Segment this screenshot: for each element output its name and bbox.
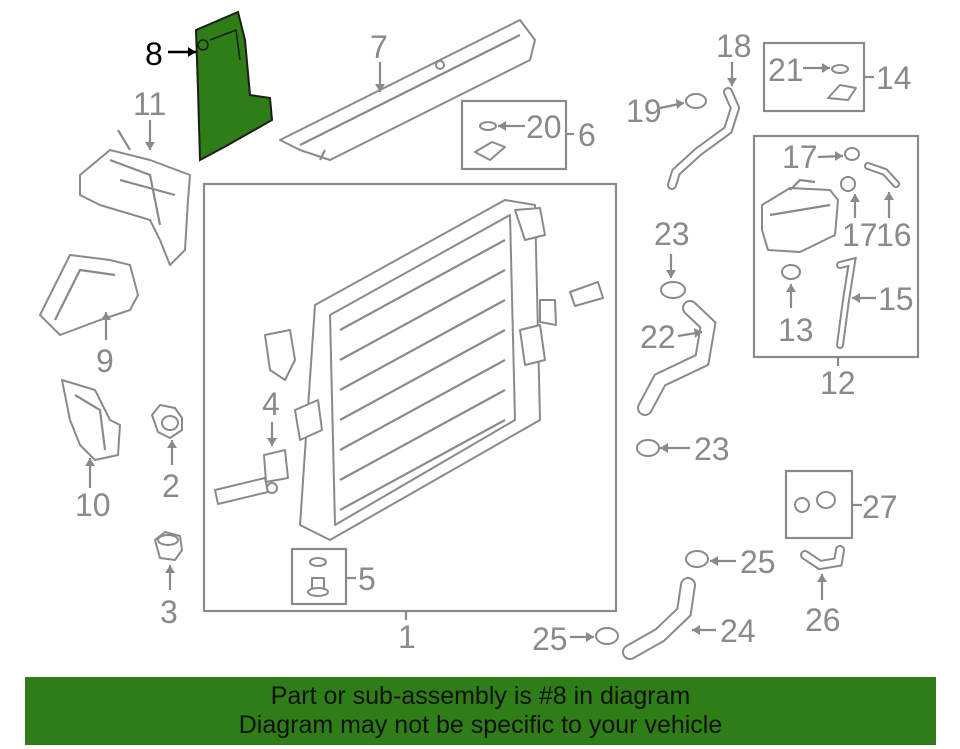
arrowhead-24 xyxy=(692,625,700,635)
callout-1[interactable]: 1 xyxy=(398,619,416,655)
callout-8[interactable]: 8 xyxy=(145,36,163,72)
part-7-radiator-support[interactable] xyxy=(279,19,536,161)
arrowhead-2 xyxy=(167,440,177,448)
arrowhead-17b xyxy=(850,194,860,202)
arrowhead-10 xyxy=(85,458,95,466)
callout-5[interactable]: 5 xyxy=(358,561,376,597)
part-19-clamp[interactable] xyxy=(685,93,707,109)
part-26-hose[interactable] xyxy=(800,545,845,571)
part-12-reservoir[interactable] xyxy=(761,178,839,253)
callout-14[interactable]: 14 xyxy=(876,60,912,96)
callout-7[interactable]: 7 xyxy=(370,29,388,65)
callout-11[interactable]: 11 xyxy=(133,86,166,122)
arrowhead-11 xyxy=(145,142,155,150)
callout-16[interactable]: 16 xyxy=(876,217,912,253)
part-21-seal[interactable] xyxy=(831,64,849,74)
arrowhead-9 xyxy=(101,312,111,320)
part-25-clamp-lower[interactable] xyxy=(595,627,619,645)
callout-4[interactable]: 4 xyxy=(262,386,280,422)
callout-20[interactable]: 20 xyxy=(526,109,562,145)
arrowhead-8 xyxy=(188,47,196,57)
arrowhead-18 xyxy=(727,78,737,86)
part-info-banner: Part or sub-assembly is #8 in diagram Di… xyxy=(25,677,936,745)
arrowhead-4 xyxy=(267,438,277,446)
part-11-air-guide[interactable] xyxy=(79,129,191,266)
part-6-bracket[interactable] xyxy=(474,141,506,161)
arrowhead-25a xyxy=(710,556,718,566)
part-25-clamp-upper[interactable] xyxy=(685,550,709,568)
arrowhead-20 xyxy=(498,121,506,131)
arrowhead-7 xyxy=(375,84,385,92)
part-18-hose[interactable] xyxy=(667,87,741,190)
part-17-clamp[interactable] xyxy=(840,176,856,192)
part-17-cap-top[interactable] xyxy=(844,147,860,161)
callout-19[interactable]: 19 xyxy=(626,93,662,129)
part-6-box xyxy=(460,99,568,171)
callout-13[interactable]: 13 xyxy=(778,312,814,348)
part-20-seal[interactable] xyxy=(479,121,497,131)
callout-26[interactable]: 26 xyxy=(805,602,841,638)
part-24-hose[interactable] xyxy=(622,577,696,660)
callout-18[interactable]: 18 xyxy=(716,28,752,64)
arrowhead-16 xyxy=(884,192,894,200)
callout-24[interactable]: 24 xyxy=(720,613,756,649)
callout-25a[interactable]: 25 xyxy=(740,544,776,580)
callout-2[interactable]: 2 xyxy=(162,468,180,504)
callout-6[interactable]: 6 xyxy=(578,117,596,153)
arrowhead-23b xyxy=(660,443,668,453)
arrowhead-17a xyxy=(835,151,843,161)
callout-22[interactable]: 22 xyxy=(640,319,676,355)
arrowhead-23a xyxy=(666,270,676,278)
callout-10[interactable]: 10 xyxy=(75,487,111,523)
part-3-insulator[interactable] xyxy=(154,531,183,561)
arrowhead-22 xyxy=(694,328,702,338)
arrowhead-3 xyxy=(165,565,175,573)
arrowhead-19 xyxy=(676,99,684,109)
part-10-air-guide[interactable] xyxy=(61,379,121,461)
arrowhead-25b xyxy=(586,632,594,642)
part-16-hose[interactable] xyxy=(864,162,900,188)
callout-23b[interactable]: 23 xyxy=(694,431,730,467)
callout-23a[interactable]: 23 xyxy=(654,216,690,252)
callout-15[interactable]: 15 xyxy=(878,281,914,317)
part-14-bracket[interactable] xyxy=(827,84,857,101)
callout-21[interactable]: 21 xyxy=(768,52,804,88)
arrowhead-26 xyxy=(817,574,827,582)
arrowhead-15 xyxy=(852,293,860,303)
callout-9[interactable]: 9 xyxy=(96,343,114,379)
callout-12[interactable]: 12 xyxy=(820,365,856,401)
callout-27[interactable]: 27 xyxy=(862,489,898,525)
callout-17a[interactable]: 17 xyxy=(782,139,818,175)
part-22-hose[interactable] xyxy=(637,300,717,416)
part-15-hose[interactable] xyxy=(836,256,857,349)
banner-line-2: Diagram may not be specific to your vehi… xyxy=(238,711,723,739)
callout-17b[interactable]: 17 xyxy=(842,217,878,253)
part-1-radiator[interactable] xyxy=(214,199,604,541)
part-23-clamp-upper[interactable] xyxy=(660,281,686,299)
part-8-deflector[interactable] xyxy=(194,10,274,162)
callout-25b[interactable]: 25 xyxy=(532,621,568,657)
part-27-clamps[interactable] xyxy=(794,491,836,513)
arrowhead-21 xyxy=(822,63,830,73)
part-2-insulator[interactable] xyxy=(151,404,183,439)
part-13-cap[interactable] xyxy=(781,264,801,280)
callout-3[interactable]: 3 xyxy=(160,594,178,630)
part-9-air-guide[interactable] xyxy=(39,254,139,336)
banner-line-1: Part or sub-assembly is #8 in diagram xyxy=(270,682,691,710)
part-5-pin[interactable] xyxy=(307,557,329,597)
part-23-clamp-lower[interactable] xyxy=(636,439,660,457)
arrowhead-13 xyxy=(786,284,796,292)
